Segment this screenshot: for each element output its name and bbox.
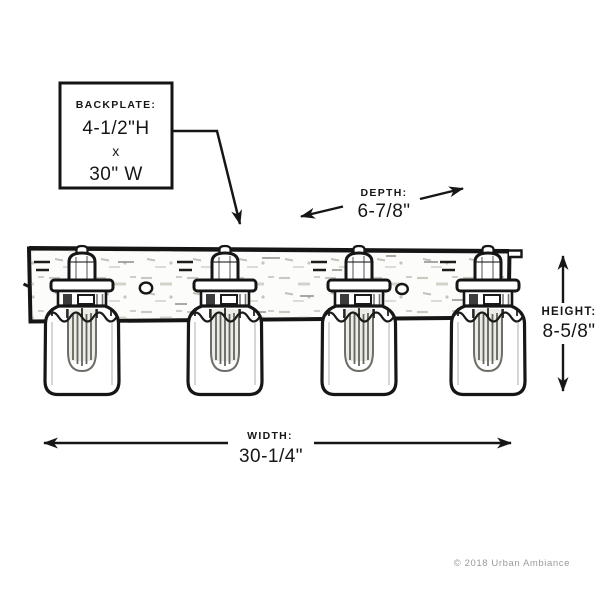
depth-annotation: DEPTH: 6-7/8" bbox=[300, 186, 464, 222]
left-edge-tick bbox=[22, 282, 32, 289]
backplate-width-value: 30" W bbox=[89, 164, 143, 185]
height-annotation: HEIGHT: 8-5/8" bbox=[541, 255, 596, 392]
backplate-board-texture bbox=[31, 250, 508, 320]
mounting-hole bbox=[138, 281, 154, 295]
width-value: 30-1/4" bbox=[239, 446, 303, 467]
backplate-separator: x bbox=[112, 143, 120, 159]
backplate-leader-arrow bbox=[172, 129, 242, 225]
fixture-drawing bbox=[22, 244, 527, 397]
backplate-callout: BACKPLATE: 4-1/2"H x 30" W bbox=[58, 81, 242, 225]
mounting-hole bbox=[395, 282, 410, 296]
backplate-callout-box bbox=[58, 81, 174, 190]
depth-arrow-right bbox=[419, 186, 464, 201]
backplate-label: BACKPLATE: bbox=[76, 99, 156, 111]
right-bracket bbox=[509, 249, 523, 259]
depth-label: DEPTH: bbox=[361, 187, 408, 199]
depth-arrow-left bbox=[300, 205, 344, 219]
height-value: 8-5/8" bbox=[542, 321, 595, 342]
width-annotation: WIDTH: 30-1/4" bbox=[43, 430, 512, 467]
depth-value: 6-7/8" bbox=[357, 201, 410, 222]
board-top-edge bbox=[28, 246, 510, 252]
backplate-height-value: 4-1/2"H bbox=[82, 118, 149, 139]
copyright-text: © 2018 Urban Ambiance bbox=[454, 558, 570, 569]
height-label: HEIGHT: bbox=[541, 306, 596, 318]
width-label: WIDTH: bbox=[247, 430, 293, 442]
